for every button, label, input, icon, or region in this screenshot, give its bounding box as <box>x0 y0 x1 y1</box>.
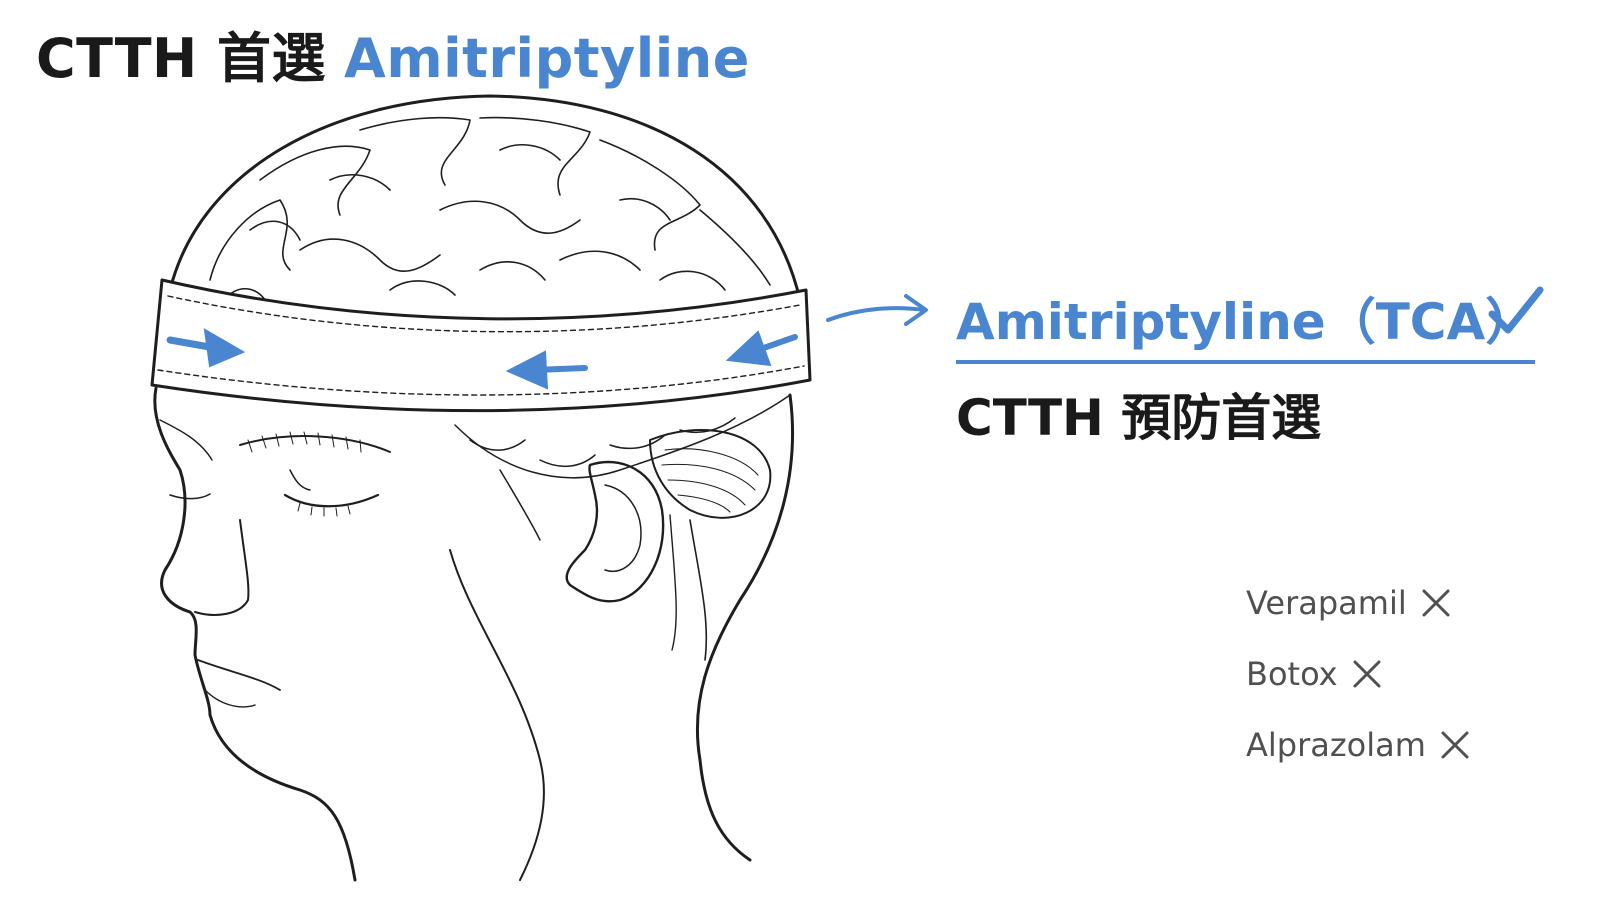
correct-answer: Amitriptyline（TCA） CTTH 預防首選 <box>956 282 1544 450</box>
closed-eye <box>283 493 380 508</box>
ear <box>565 460 665 603</box>
title-drug: Amitriptyline <box>344 27 750 90</box>
cerebellum <box>649 429 772 519</box>
head-headband-illustration <box>150 94 812 882</box>
headband <box>150 278 812 413</box>
wrong-option: Verapamil <box>1246 578 1470 628</box>
lower-brain <box>454 394 791 541</box>
nose <box>194 519 250 616</box>
x-icon <box>1441 731 1469 759</box>
wrong-option-label: Botox <box>1246 655 1338 693</box>
headband-stitch-bottom <box>157 365 805 396</box>
wrong-option-label: Alprazolam <box>1246 726 1426 764</box>
wrong-option: Alprazolam <box>1246 720 1470 770</box>
headband-stitch-top <box>167 295 801 333</box>
page-title: CTTH 首選 Amitriptyline <box>36 14 750 93</box>
title-prefix: CTTH 首選 <box>36 27 327 90</box>
wrong-option: Botox <box>1246 649 1470 699</box>
skull-outline <box>168 94 802 302</box>
wrong-option-label: Verapamil <box>1246 584 1407 622</box>
back-of-head <box>695 393 794 862</box>
wrong-options-list: Verapamil Botox Alprazolam <box>1246 578 1470 791</box>
answer-subtitle: CTTH 預防首選 <box>956 389 1322 447</box>
jaw <box>449 549 545 881</box>
face-profile <box>153 386 357 882</box>
pressure-arrows <box>166 328 798 390</box>
x-icon <box>1422 589 1450 617</box>
brain-gyri <box>209 116 771 301</box>
check-icon <box>1488 286 1544 334</box>
answer-label: Amitriptyline（TCA） <box>956 282 1536 364</box>
x-icon <box>1353 660 1381 688</box>
